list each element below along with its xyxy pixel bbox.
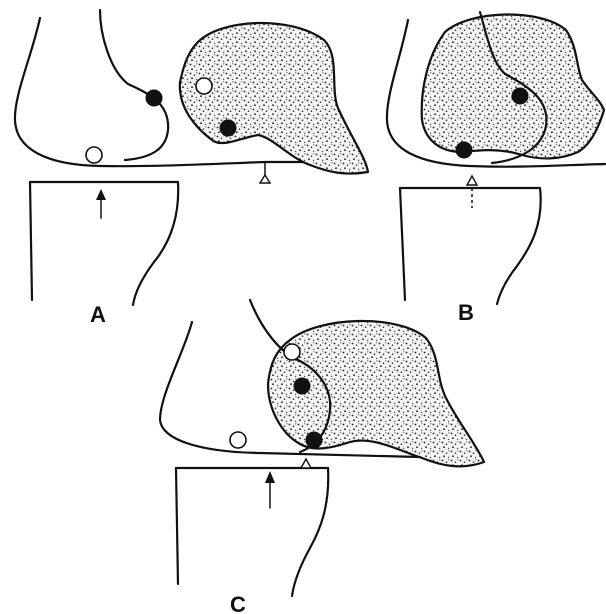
solid-dot-a1 <box>146 90 162 106</box>
panel-label-b: B <box>458 300 474 325</box>
solid-dot-a2 <box>220 120 236 136</box>
open-dot-c2 <box>230 432 246 448</box>
open-dot-a1 <box>196 78 212 94</box>
panel-c: C <box>160 300 484 614</box>
solid-dot-b1 <box>512 88 528 104</box>
panel-label-a: A <box>90 302 106 327</box>
open-dot-a2 <box>86 147 102 163</box>
triangle-marker-b <box>467 176 477 185</box>
femur-posterior-a <box>100 10 168 160</box>
panel-b: B <box>387 12 605 325</box>
solid-dot-b2 <box>456 142 472 158</box>
tibia-outline-b <box>400 188 541 304</box>
tibia-outline-c <box>176 468 328 596</box>
panel-label-c: C <box>230 592 246 614</box>
panel-a: A <box>15 10 368 327</box>
solid-dot-c2 <box>306 432 322 448</box>
patella-b <box>422 14 604 158</box>
patella-a <box>180 23 368 174</box>
arrow-head-c <box>265 471 275 483</box>
triangle-marker-a <box>260 175 270 183</box>
triangle-marker-c <box>301 459 311 468</box>
open-dot-c1 <box>284 344 300 360</box>
arrow-head-a <box>96 189 106 200</box>
tibia-outline-a <box>30 182 178 305</box>
solid-dot-c1 <box>294 378 310 394</box>
